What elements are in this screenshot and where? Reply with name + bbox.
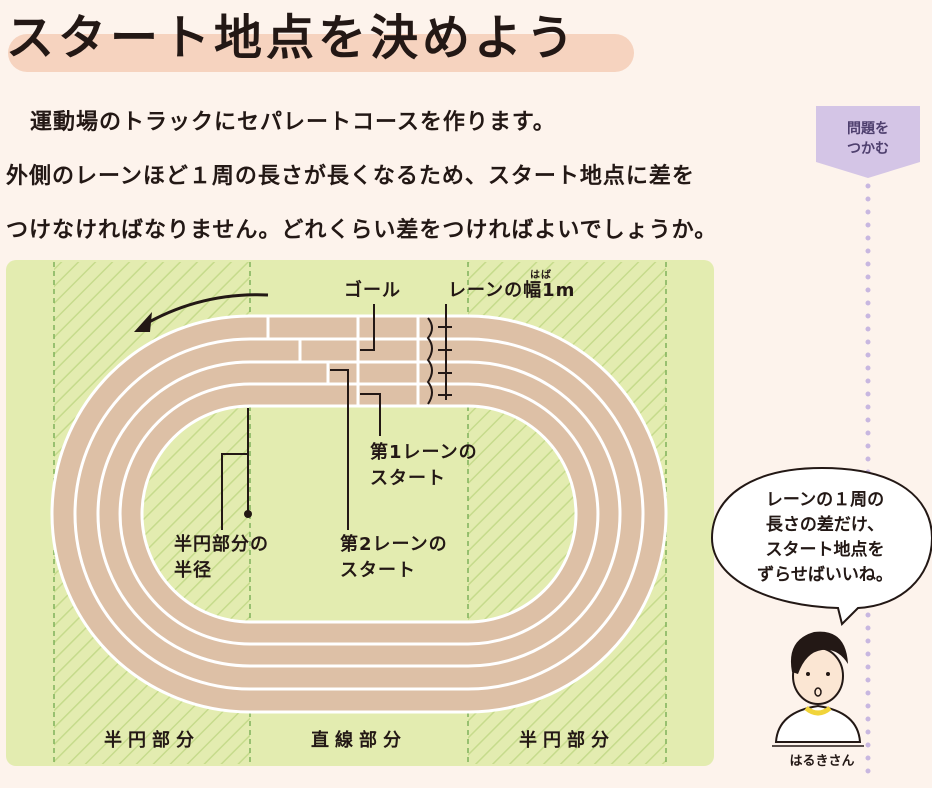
radius-label-line-2: 半径	[174, 560, 212, 581]
lane-width-label: レーンの幅1m	[448, 280, 576, 301]
lane1-start-label: 第1レーンの スタート	[370, 440, 478, 492]
tag-label: 問題を つかむ	[816, 119, 920, 159]
zone-label-left: 半円部分	[104, 730, 200, 751]
direction-arrow	[141, 293, 269, 328]
radius-center-dot	[244, 510, 252, 518]
page-title: スタート地点を決めよう	[6, 10, 579, 66]
speech-line-4: ずらせばいいね。	[757, 565, 893, 585]
intro-line-1: 運動場のトラックにセパレートコースを作ります。	[30, 110, 556, 135]
character-haruki	[772, 631, 864, 747]
lane2-start-line-1: 第2レーンの	[340, 534, 448, 555]
zone-label-right: 半円部分	[519, 730, 615, 751]
lane2-start-line-2: スタート	[340, 560, 416, 581]
lane1-start-line-1: 第1レーンの	[370, 442, 478, 463]
radius-label: 半円部分の 半径	[174, 532, 269, 584]
speech-line-1: レーンの１周の	[765, 490, 885, 510]
lane1-start-line-2: スタート	[370, 468, 446, 489]
speech-bubble	[710, 466, 932, 626]
leader-lines	[221, 304, 452, 530]
speech-line-2: 長さの差だけ、	[765, 515, 885, 535]
lane2-start-label: 第2レーンの スタート	[340, 532, 448, 584]
tag-shape	[816, 106, 920, 178]
intro-line-2: 外側のレーンほど１周の長さが長くなるため、スタート地点に差を	[6, 164, 695, 189]
lane-width-ruby: はば	[530, 270, 552, 281]
character-name: はるきさん	[789, 754, 855, 769]
tag-line-1: 問題を	[847, 121, 889, 137]
section-tag: 問題を つかむ	[816, 106, 920, 178]
speech-text: レーンの１周の 長さの差だけ、 スタート地点を ずらせばいいね。	[740, 488, 910, 588]
speech-line-3: スタート地点を	[765, 540, 885, 560]
start-marks	[266, 316, 420, 406]
lane-lines	[50, 314, 668, 714]
goal-label: ゴール	[344, 280, 401, 301]
direction-arrow-head	[134, 312, 152, 332]
tag-line-2: つかむ	[847, 141, 889, 157]
title-highlight-band	[8, 34, 634, 72]
intro-text: 運動場のトラックにセパレートコースを作ります。 外側のレーンほど１周の長さが長く…	[6, 96, 806, 258]
intro-line-3: つけなければなりません。どれくらい差をつければよいでしょうか。	[6, 218, 718, 243]
zone-label-center: 直線部分	[311, 730, 407, 751]
radius-label-line-1: 半円部分の	[174, 534, 269, 555]
